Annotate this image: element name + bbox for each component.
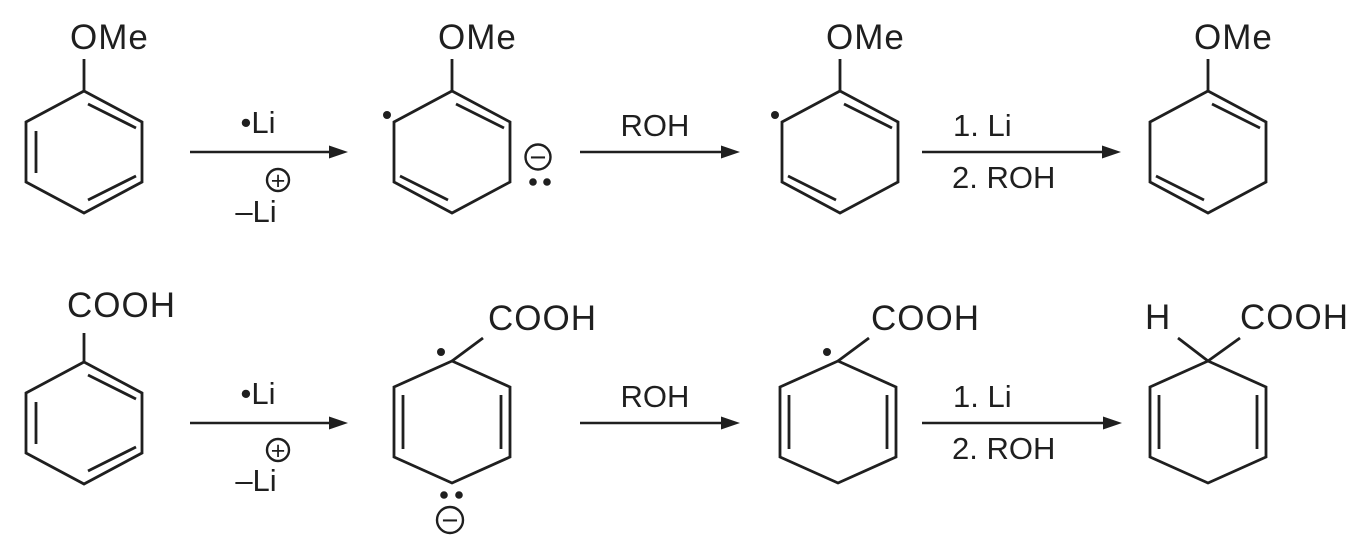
diene-ring [392, 359, 512, 485]
step2-label: 2. ROH [952, 160, 1055, 195]
substituent-label: OMe [826, 18, 905, 57]
lone-pair-icon [529, 178, 551, 186]
reagent-above-label: ROH [621, 379, 690, 414]
diene-ring [778, 359, 898, 485]
substituent-label: COOH [1240, 298, 1349, 337]
cation-charge-icon: + [265, 437, 291, 465]
benzoic-acid-row: COOH •Li + –Li COOH − [24, 286, 1349, 537]
svg-text:−: − [530, 142, 547, 174]
cyclohexadiene-acid-product: H COOH [1145, 298, 1349, 485]
svg-text:+: + [271, 437, 286, 465]
substituent-bond [1207, 336, 1241, 363]
substituent-label: OMe [1194, 18, 1273, 57]
diene-ring [780, 89, 900, 215]
reaction-arrow-1: •Li + –Li [190, 376, 348, 498]
benzoic-acid-radical-anion: COOH − [392, 299, 597, 537]
arrow-head-icon [721, 145, 740, 159]
anisole-radical: OMe [771, 18, 905, 215]
reaction-arrow-2: ROH [580, 379, 740, 430]
benzoic-acid: COOH [24, 286, 176, 486]
substituent-label: OMe [70, 18, 149, 57]
hydrogen-label: H [1145, 298, 1171, 337]
substituent-bond [451, 336, 484, 363]
reagent-above-label: •Li [241, 105, 276, 140]
reaction-arrow-3: 1. Li 2. ROH [922, 108, 1121, 195]
anisole: OMe [24, 18, 149, 215]
reaction-arrow-2: ROH [580, 108, 740, 159]
radical-electron-dot [383, 111, 391, 119]
substituent-label: COOH [871, 299, 980, 338]
diene-ring [1148, 89, 1268, 215]
radical-electron-dot [771, 111, 779, 119]
reaction-arrow-1: •Li + –Li [190, 105, 348, 229]
benzene-ring [24, 89, 144, 215]
benzene-ring [24, 360, 144, 486]
substituent-label: COOH [488, 299, 597, 338]
methoxycyclohexadiene-product: OMe [1148, 18, 1273, 215]
radical-electron-dot [437, 348, 445, 356]
benzoic-acid-radical: COOH [778, 299, 980, 485]
step2-label: 2. ROH [952, 431, 1055, 466]
diene-ring [392, 89, 512, 215]
anisole-row: OMe •Li + –Li OMe − [24, 18, 1273, 229]
lone-pair-icon [440, 491, 463, 499]
arrow-head-icon [329, 416, 348, 430]
arrow-head-icon [1102, 145, 1121, 159]
step1-label: 1. Li [953, 379, 1012, 414]
svg-text:−: − [442, 505, 459, 537]
cation-charge-icon: + [265, 167, 291, 195]
reagent-above-label: ROH [621, 108, 690, 143]
reaction-arrow-3: 1. Li 2. ROH [922, 379, 1122, 466]
anion-charge-icon: − [524, 142, 552, 174]
anion-charge-icon: − [435, 505, 465, 537]
svg-text:+: + [271, 167, 286, 195]
reagent-below-label: –Li [235, 194, 276, 229]
anisole-radical-anion: OMe − [383, 18, 552, 215]
radical-electron-dot [823, 348, 831, 356]
step1-label: 1. Li [953, 108, 1012, 143]
substituent-label: OMe [438, 18, 517, 57]
diene-ring [1148, 359, 1268, 485]
substituent-label: COOH [67, 286, 176, 325]
arrow-head-icon [329, 145, 348, 159]
reagent-above-label: •Li [241, 376, 276, 411]
h-bond [1177, 336, 1209, 363]
reagent-below-label: –Li [235, 463, 276, 498]
arrow-head-icon [1103, 416, 1122, 430]
arrow-head-icon [721, 416, 740, 430]
substituent-bond [837, 336, 870, 363]
